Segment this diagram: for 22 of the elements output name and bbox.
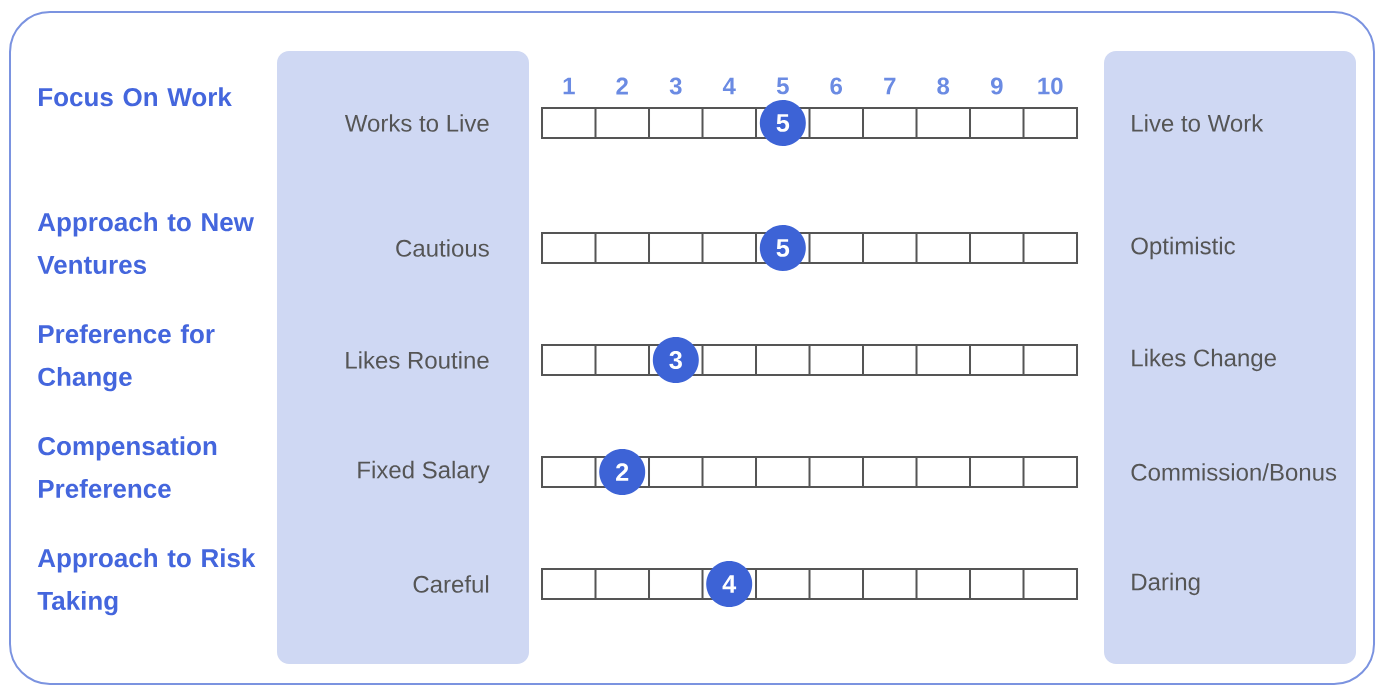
row-title: Focus On Work bbox=[39, 87, 232, 107]
scale-end-label: Careful bbox=[413, 575, 489, 593]
scale-number: 10 bbox=[1038, 77, 1063, 95]
scale-number: 3 bbox=[669, 77, 682, 95]
scale-end-label: Commission/Bonus bbox=[1131, 463, 1337, 481]
scale-end-label: Likes Routine bbox=[346, 351, 489, 369]
scale-end-label: Works to Live bbox=[344, 114, 489, 132]
scale-end-label: Optimistic bbox=[1131, 236, 1235, 260]
row-title: Preference for Change bbox=[38, 324, 215, 392]
scale-end-label: Likes Change bbox=[1132, 348, 1276, 372]
scale-number: 6 bbox=[830, 77, 842, 95]
scale-end-label: Live to Work bbox=[1132, 114, 1264, 132]
scale-number: 9 bbox=[991, 77, 1003, 95]
scale-number: 4 bbox=[722, 77, 736, 95]
scale-number: 1 bbox=[563, 77, 575, 95]
row-title: Compensation Preference bbox=[38, 436, 217, 499]
scale-number: 8 bbox=[937, 77, 950, 95]
scale-end-label: Fixed Salary bbox=[358, 460, 490, 484]
scale-number: 2 bbox=[616, 77, 628, 95]
scale-end-label: Cautious bbox=[396, 239, 489, 257]
scale-number: 7 bbox=[884, 77, 896, 95]
scale-end-label: Daring bbox=[1132, 572, 1200, 596]
